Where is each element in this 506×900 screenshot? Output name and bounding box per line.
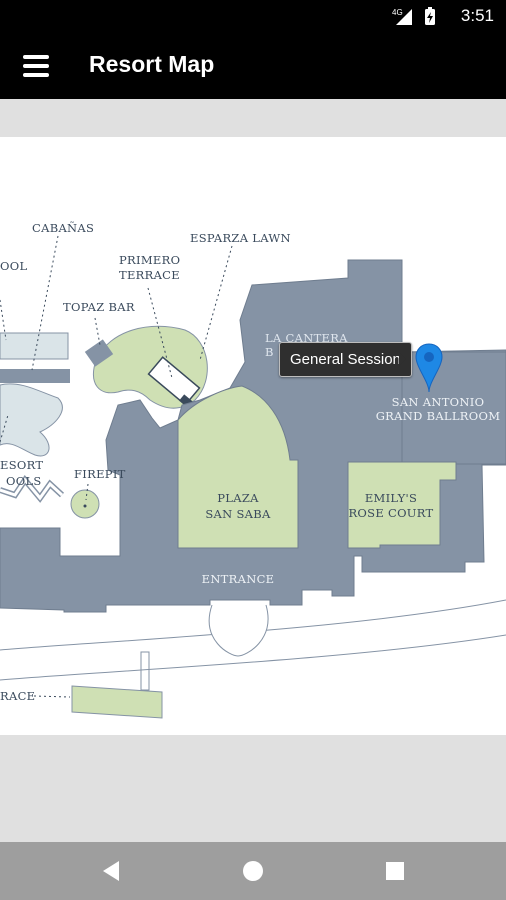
label-san-antonio-1: SAN ANTONIO xyxy=(392,395,485,409)
label-primero-terrace-2: TERRACE xyxy=(119,268,180,282)
emilys-rose-court-lawn xyxy=(347,461,457,549)
status-icons: 4G xyxy=(392,7,435,25)
topaz-bar-building xyxy=(84,339,114,367)
label-esparza-lawn: ESPARZA LAWN xyxy=(190,231,291,245)
system-nav-bar xyxy=(0,842,506,900)
marker-info-window[interactable]: General Session xyxy=(279,342,412,377)
resort-map[interactable]: CABAÑAS OOL ESPARZA LAWN PRIMERO TERRACE… xyxy=(0,137,506,735)
recents-icon[interactable] xyxy=(380,856,410,886)
cabana-row-1 xyxy=(0,332,69,360)
label-emilys-2: ROSE COURT xyxy=(348,506,433,520)
label-entrance: ENTRANCE xyxy=(202,572,275,586)
pool-area xyxy=(0,383,63,457)
signal-icon xyxy=(396,9,412,25)
label-cabanas: CABAÑAS xyxy=(32,221,94,235)
label-firepit: FIREPIT xyxy=(74,467,126,481)
label-topaz-bar: TOPAZ BAR xyxy=(63,300,135,314)
label-pool: OOL xyxy=(0,259,27,273)
terrace-lawn xyxy=(71,685,163,719)
info-window-arrow xyxy=(399,352,406,366)
status-time: 3:51 xyxy=(460,6,494,25)
label-emilys-1: EMILY'S xyxy=(365,491,417,505)
label-san-antonio-2: GRAND BALLROOM xyxy=(376,409,501,423)
home-icon[interactable] xyxy=(238,856,268,886)
network-type: 4G xyxy=(392,8,403,17)
cabana-row-2 xyxy=(0,369,70,383)
page-title: Resort Map xyxy=(89,51,215,77)
primero-pavilion xyxy=(147,356,201,406)
status-bar: 4G 3:51 xyxy=(0,0,506,32)
label-plaza-1: PLAZA xyxy=(217,491,259,505)
label-resort-pools-1: ESORT xyxy=(0,458,43,472)
charging-icon xyxy=(427,12,433,23)
label-la-cantera-2: B xyxy=(265,345,274,359)
firepit-circle xyxy=(70,489,100,519)
label-resort-pools-2: OOLS xyxy=(6,474,42,488)
app-bar: Resort Map xyxy=(0,32,506,99)
marker-title: General Session xyxy=(290,351,401,368)
label-primero-terrace-1: PRIMERO xyxy=(119,253,180,267)
map-pin-icon[interactable] xyxy=(414,342,444,394)
plaza-san-saba-lawn xyxy=(177,385,299,549)
label-la-cantera-1: LA CANTERA xyxy=(265,331,348,345)
back-icon[interactable] xyxy=(97,856,127,886)
menu-icon[interactable] xyxy=(16,46,56,86)
entrance-drive xyxy=(208,604,269,657)
map-drawing: CABAÑAS OOL ESPARZA LAWN PRIMERO TERRACE… xyxy=(0,221,506,719)
label-terrace: RACE xyxy=(0,689,35,703)
label-plaza-2: SAN SABA xyxy=(205,507,271,521)
